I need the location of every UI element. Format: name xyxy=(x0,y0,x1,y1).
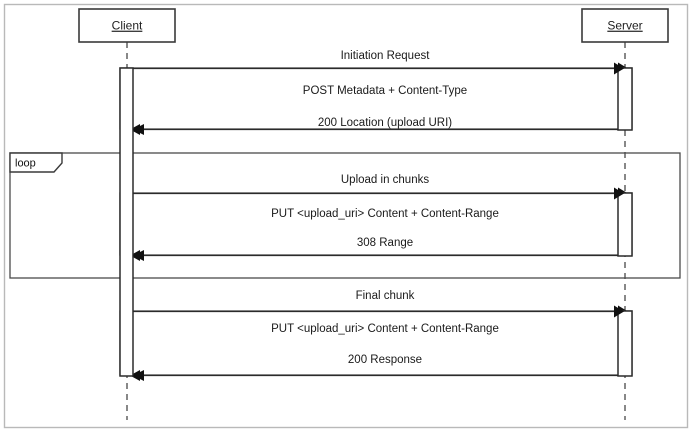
participant-server-box xyxy=(581,8,669,43)
arrowhead-200-location-tip xyxy=(133,124,144,135)
message-label-308-range: 308 Range xyxy=(357,237,413,249)
participant-server-label: Server xyxy=(607,19,642,33)
message-label-put-final: PUT <upload_uri> Content + Content-Range xyxy=(271,323,499,335)
participant-client-label: Client xyxy=(112,19,143,33)
arrowhead-put-final-tip xyxy=(614,305,624,318)
arrowhead-post-metadata-tip xyxy=(614,62,624,75)
diagram-outer-border xyxy=(3,3,689,429)
arrowhead-200-response-tip xyxy=(133,370,144,381)
participant-server[interactable]: Server xyxy=(581,8,669,43)
fragment-loop-tab xyxy=(9,152,63,173)
message-label-200-response: 200 Response xyxy=(348,354,422,366)
fragment-loop-frame[interactable] xyxy=(9,152,681,279)
activation-bar-server-final[interactable] xyxy=(617,310,633,377)
arrowhead-308-range-tip xyxy=(133,250,144,261)
arrowhead-put-chunk-tip xyxy=(614,187,624,200)
participant-client[interactable]: Client xyxy=(78,8,176,43)
section-header-upload-chunks: Upload in chunks xyxy=(341,174,429,186)
participant-client-box xyxy=(78,8,176,43)
message-label-post-metadata: POST Metadata + Content-Type xyxy=(303,85,467,97)
activation-bar-server-initiation[interactable] xyxy=(617,67,633,131)
section-header-initiation: Initiation Request xyxy=(341,50,431,62)
fragment-loop-operator-label: loop xyxy=(15,157,36,169)
section-header-final-chunk: Final chunk xyxy=(356,290,415,302)
message-label-put-chunk: PUT <upload_uri> Content + Content-Range xyxy=(271,208,499,220)
message-label-200-location: 200 Location (upload URI) xyxy=(318,117,452,129)
activation-bar-client[interactable] xyxy=(119,67,134,377)
activation-bar-server-upload[interactable] xyxy=(617,192,633,257)
